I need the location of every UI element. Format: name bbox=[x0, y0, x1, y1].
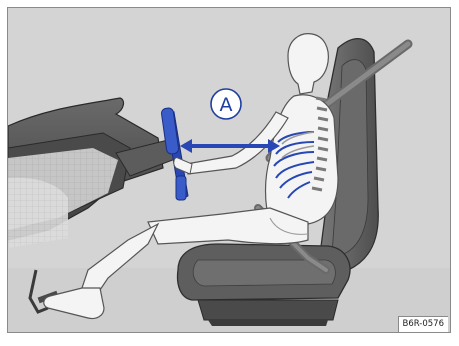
seating-position-diagram: A B6R-0576 bbox=[7, 7, 451, 333]
callout-label: A bbox=[220, 94, 233, 116]
illustration: A bbox=[8, 8, 451, 333]
callout-a: A bbox=[211, 89, 241, 119]
image-code-label: B6R-0576 bbox=[398, 316, 449, 332]
